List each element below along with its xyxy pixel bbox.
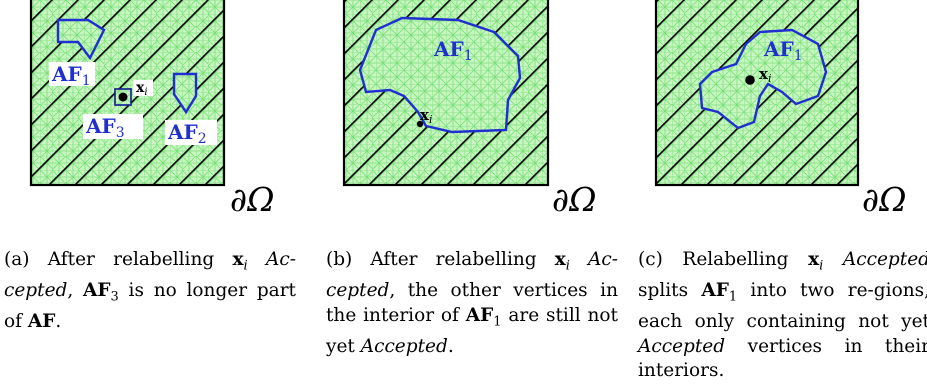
vertex-xi-a xyxy=(118,92,128,102)
label-af3-a: AF3 xyxy=(85,114,125,141)
vertex-xi-c xyxy=(745,75,755,85)
caption-b: (b) After relabelling xi Ac-cepted, the … xyxy=(326,249,618,357)
label-xi-a: xi xyxy=(136,80,148,98)
label-af2-a: AF2 xyxy=(167,120,207,147)
domain-diagram-b: AF1 xi xyxy=(342,0,550,187)
front-af2-a xyxy=(172,72,198,115)
label-af1-c: AF1 xyxy=(763,37,803,64)
boundary-label-c: ∂Ω xyxy=(862,180,907,219)
domain-diagram-a: AF1 xi AF3 AF2 xyxy=(29,0,226,187)
panel-a: AF1 xi AF3 AF2 ∂Ω (a) After relabelling … xyxy=(0,0,300,387)
boundary-label-b: ∂Ω xyxy=(552,180,597,219)
label-af1-b: AF1 xyxy=(433,37,473,64)
label-af1-a: AF1 xyxy=(51,62,91,89)
label-xi-b: xi xyxy=(420,106,432,126)
caption-a: (a) After relabelling xi Ac-cepted, AF3 … xyxy=(4,249,296,333)
vertex-xi-b xyxy=(416,120,424,128)
front-af1-b xyxy=(358,16,522,134)
boundary-label-a: ∂Ω xyxy=(230,180,275,219)
domain-diagram-c: AF1 xi xyxy=(654,0,860,187)
label-xi-c: xi xyxy=(759,65,771,85)
front-af1-c xyxy=(698,28,828,130)
front-af1-a xyxy=(56,18,106,61)
panel-c: AF1 xi ∂Ω (c) Relabelling xi Accepted sp… xyxy=(632,0,927,387)
caption-c: (c) Relabelling xi Accepted splits AF1 i… xyxy=(638,249,927,382)
panel-b: AF1 xi ∂Ω (b) After relabelling xi Ac-ce… xyxy=(320,0,620,387)
